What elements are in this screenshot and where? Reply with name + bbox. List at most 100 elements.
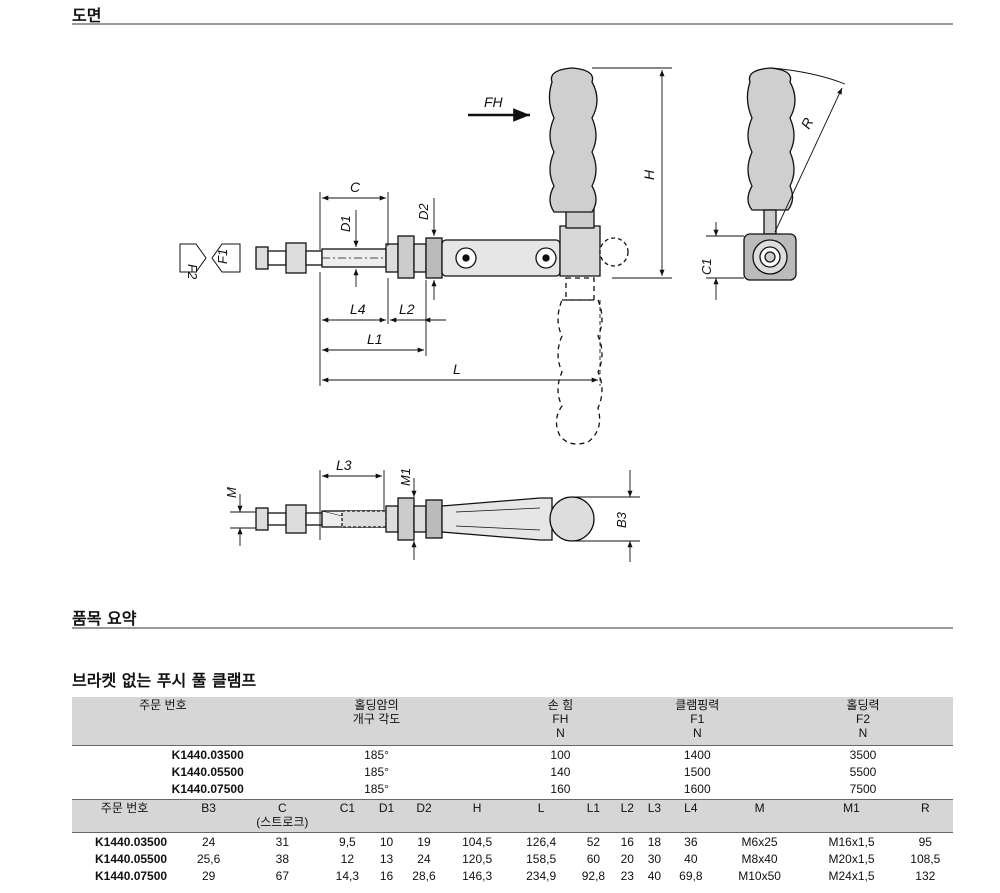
cell: 20 <box>620 851 634 866</box>
order-number: K1440.03500 <box>72 832 178 850</box>
cell: 104,5 <box>445 832 510 850</box>
cell: 12 <box>340 851 355 866</box>
cell: 36 <box>667 832 714 850</box>
l2-label: L2 <box>399 301 415 317</box>
cell: M8x40 <box>741 851 778 866</box>
section-divider <box>72 627 953 629</box>
cell: 1400 <box>621 745 774 763</box>
side-view <box>255 67 629 445</box>
cell: 7500 <box>849 781 877 796</box>
drawing-section-title: 도면 <box>72 6 102 25</box>
column-header: M <box>754 801 765 815</box>
table-header-row: 주문 번호 B3 C(스트로크) C1 D1 D2 H L L1 L2 L3 L… <box>72 799 953 833</box>
cell: M20x1,5 <box>828 851 875 866</box>
column-header: L1 <box>586 801 601 815</box>
cell: M24x1,5 <box>828 868 875 883</box>
cell: 3500 <box>773 745 953 763</box>
d2-label: D2 <box>416 203 431 220</box>
cell: 5500 <box>849 764 877 779</box>
cell: 13 <box>379 851 394 866</box>
cell: 52 <box>573 832 614 850</box>
cell: 38 <box>275 851 289 866</box>
l-label: L <box>453 361 461 377</box>
cell: 234,9 <box>526 868 557 883</box>
cell: 1500 <box>683 764 711 779</box>
cell: 14,3 <box>335 868 360 883</box>
cell: 18 <box>640 832 668 850</box>
cell: 40 <box>684 851 698 866</box>
column-header: L3 <box>647 801 662 815</box>
table-row: K1440.07500 185° 160 1600 7500 <box>72 780 953 797</box>
force-f2-f1-symbol <box>179 243 241 273</box>
spec-table-dimensions: 주문 번호 B3 C(스트로크) C1 D1 D2 H L L1 L2 L3 L… <box>72 799 953 884</box>
l1-label: L1 <box>367 331 383 347</box>
fh-label: FH <box>484 94 504 110</box>
b3-label: B3 <box>614 511 629 528</box>
table-row: K1440.05500 185° 140 1500 5500 <box>72 763 953 780</box>
cell: 16 <box>379 868 394 883</box>
m-label: M <box>224 487 239 498</box>
fh-force-arrow: FH <box>468 94 530 122</box>
cell: 132 <box>915 868 936 883</box>
order-number: K1440.05500 <box>95 851 168 866</box>
l4-label: L4 <box>350 301 366 317</box>
order-number: K1440.07500 <box>171 781 244 796</box>
cell: 30 <box>647 851 662 866</box>
column-header: H <box>472 801 482 815</box>
cell: 23 <box>620 868 634 883</box>
cell: 10 <box>370 832 403 850</box>
section-divider <box>72 23 953 25</box>
order-number: K1440.05500 <box>171 764 244 779</box>
column-header: L <box>537 801 545 815</box>
cell: 24 <box>177 832 241 850</box>
top-view <box>255 496 595 542</box>
column-header: 주문 번호 <box>139 698 187 712</box>
h-dimension <box>592 67 672 279</box>
table-row: K1440.03500 24 31 9,5 10 19 104,5 126,4 … <box>72 832 953 850</box>
column-header: M1 <box>843 801 860 815</box>
cell: 185° <box>253 745 500 763</box>
cell: 29 <box>201 868 216 883</box>
order-number: K1440.07500 <box>95 868 168 883</box>
column-header: L2 <box>620 801 634 815</box>
cell: 25,6 <box>196 851 221 866</box>
d1-label: D1 <box>338 215 353 232</box>
column-header: D2 <box>416 801 432 815</box>
cell: 92,8 <box>581 868 606 883</box>
technical-drawing: FH H C D1 D2 F2 F1 <box>179 67 846 562</box>
cell: 146,3 <box>462 868 493 883</box>
cell: M10x50 <box>738 868 781 883</box>
order-number: K1440.03500 <box>72 745 254 763</box>
f1-label: F1 <box>215 249 230 264</box>
l3-label: L3 <box>336 457 352 473</box>
cell: 120,5 <box>462 851 493 866</box>
column-header: 주문 번호 <box>100 801 149 815</box>
c-label: C <box>350 179 361 195</box>
cell: 185° <box>364 781 389 796</box>
cell: 9,5 <box>324 832 371 850</box>
cell: 60 <box>586 851 601 866</box>
product-title: 브라켓 없는 푸시 풀 클램프 <box>72 671 257 690</box>
cell: 31 <box>240 832 325 850</box>
cell: 67 <box>275 868 289 883</box>
front-view <box>743 67 797 281</box>
m1-label: M1 <box>398 468 413 486</box>
column-header: B3 <box>201 801 216 815</box>
r-label: R <box>798 115 817 131</box>
column-header: R <box>920 801 930 815</box>
c1-label: C1 <box>699 258 714 275</box>
cell: 19 <box>402 832 446 850</box>
cell: 108,5 <box>910 851 941 866</box>
summary-section-title: 품목 요약 <box>72 609 137 628</box>
cell: 95 <box>897 832 953 850</box>
column-header: D1 <box>378 801 395 815</box>
cell: M16x1,5 <box>805 832 898 850</box>
f2-label: F2 <box>185 264 200 280</box>
cell: 24 <box>417 851 431 866</box>
